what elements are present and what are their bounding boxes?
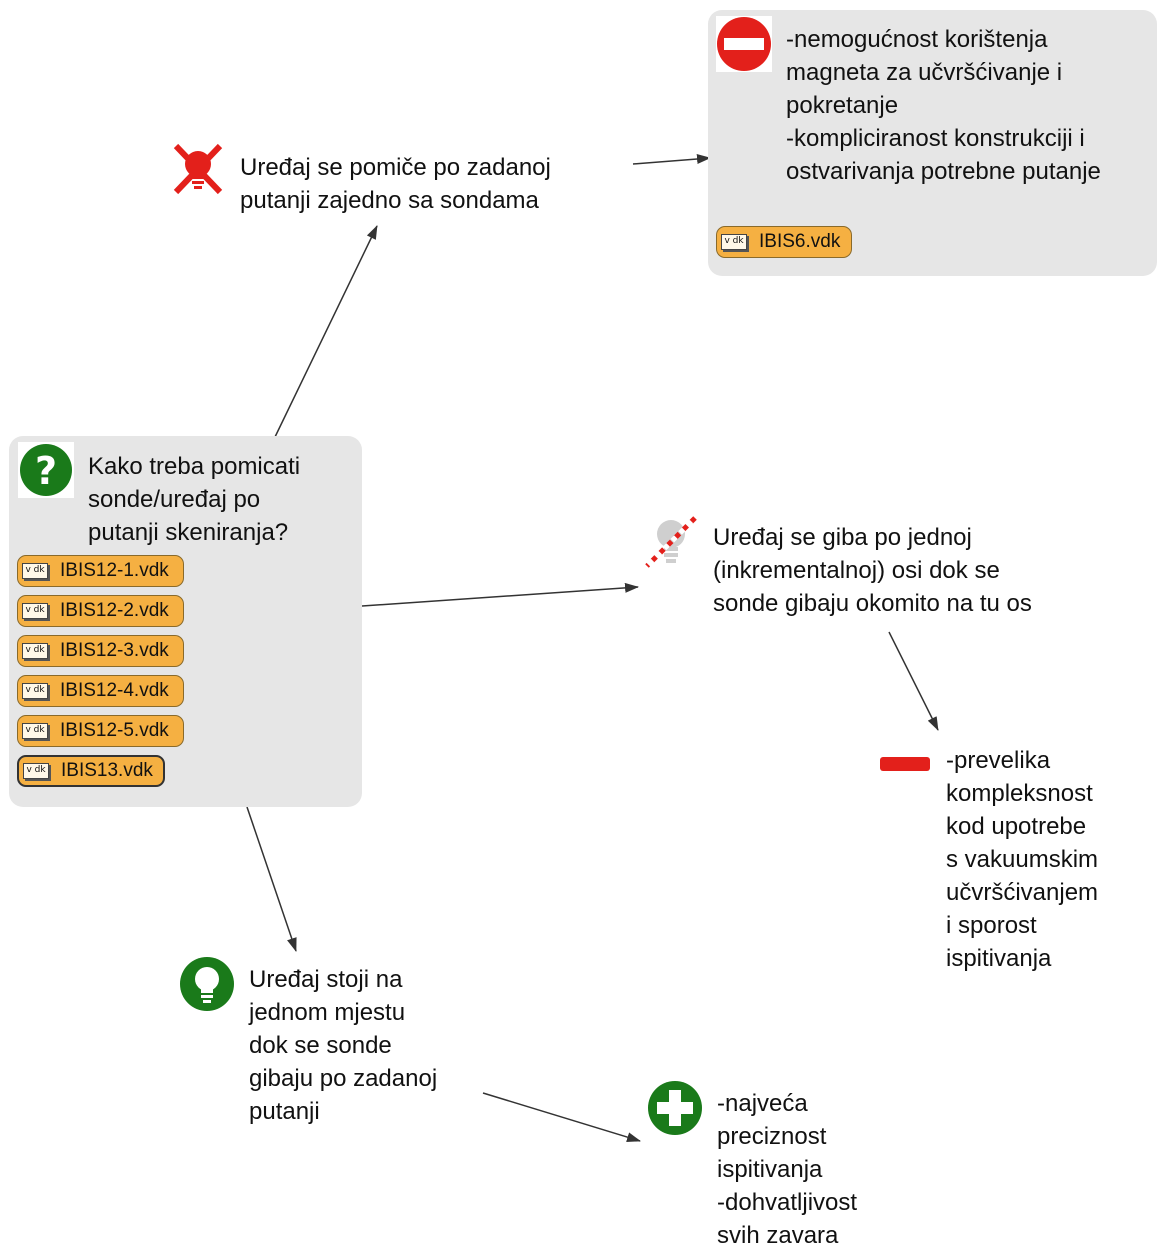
vdk-file-icon: v dk — [22, 723, 48, 739]
attachment-label: IBIS12-1.vdk — [60, 560, 169, 581]
vdk-file-icon: v dk — [721, 234, 747, 250]
con-top-text: -nemogućnost korištenja magneta za učvrš… — [786, 26, 1101, 185]
middle-idea-text[interactable]: Uređaj se giba po jednoj (inkrementalnoj… — [713, 524, 1032, 617]
attachment-ibis12-5[interactable]: v dk IBIS12-5.vdk — [17, 715, 184, 747]
pro-bottom-text[interactable]: -najveća preciznost ispitivanja -dohvatl… — [717, 1090, 858, 1249]
attachment-ibis12-1[interactable]: v dk IBIS12-1.vdk — [17, 555, 184, 587]
edge-issue-to-selected-idea — [246, 806, 297, 952]
lightbulb-icon — [179, 956, 235, 1012]
vdk-file-icon: v dk — [22, 563, 48, 579]
question-icon: ? — [18, 442, 74, 498]
minus-icon — [880, 757, 930, 771]
edge-issue-to-rejected-idea — [274, 225, 378, 438]
edge-selected-idea-to-pro — [482, 1092, 641, 1142]
attachment-ibis12-4[interactable]: v dk IBIS12-4.vdk — [17, 675, 184, 707]
rejected-idea-text[interactable]: Uređaj se pomiče po zadanoj putanji zaje… — [240, 154, 551, 214]
no-entry-icon — [716, 16, 772, 72]
selected-idea-text[interactable]: Uređaj stoji na jednom mjestu dok se son… — [249, 966, 438, 1125]
rejected-lightbulb-icon — [170, 142, 226, 198]
vdk-file-icon: v dk — [22, 603, 48, 619]
attachment-label: IBIS12-5.vdk — [60, 720, 169, 741]
con-middle-text[interactable]: -prevelika kompleksnost kod upotrebe s v… — [946, 747, 1099, 972]
attachment-ibis12-3[interactable]: v dk IBIS12-3.vdk — [17, 635, 184, 667]
edge-middle-idea-to-con — [888, 631, 939, 731]
vdk-file-icon: v dk — [22, 643, 48, 659]
vdk-file-icon: v dk — [22, 683, 48, 699]
attachment-label: IBIS13.vdk — [61, 760, 153, 781]
crossed-out-lightbulb-icon — [643, 514, 699, 570]
attachment-label: IBIS12-3.vdk — [60, 640, 169, 661]
attachment-label: IBIS12-4.vdk — [60, 680, 169, 701]
issue-text: Kako treba pomicati sonde/uređaj po puta… — [88, 453, 301, 546]
svg-text:?: ? — [35, 449, 57, 493]
edge-issue-to-middle-idea — [361, 582, 639, 607]
attachment-ibis13[interactable]: v dk IBIS13.vdk — [17, 755, 165, 787]
attachment-label: IBIS6.vdk — [759, 231, 841, 252]
attachment-ibis6[interactable]: v dk IBIS6.vdk — [716, 226, 852, 258]
plus-icon — [647, 1080, 703, 1136]
edge-rejected-idea-to-con — [632, 154, 711, 165]
attachment-ibis12-2[interactable]: v dk IBIS12-2.vdk — [17, 595, 184, 627]
vdk-file-icon: v dk — [23, 763, 49, 779]
attachment-label: IBIS12-2.vdk — [60, 600, 169, 621]
